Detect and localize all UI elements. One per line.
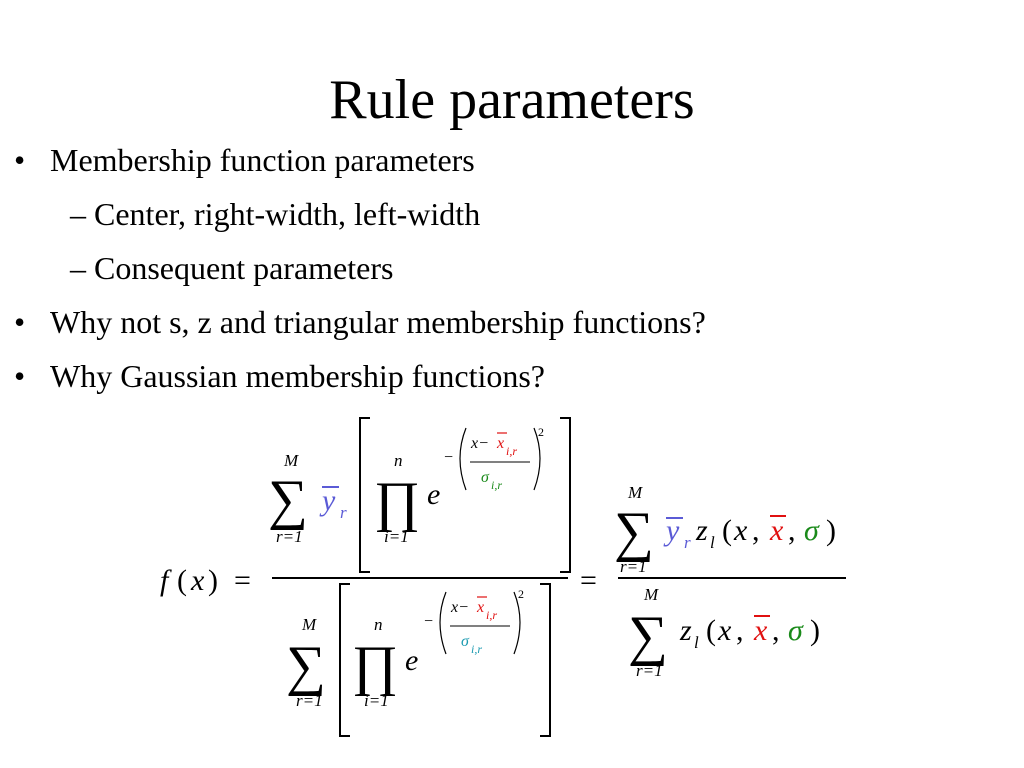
sub-bullet-text: Consequent parameters bbox=[94, 250, 394, 286]
sum-symbol: ∑ bbox=[628, 605, 668, 667]
z: z bbox=[695, 514, 708, 547]
ybar: y bbox=[319, 484, 336, 517]
ybar-subscript: r bbox=[684, 533, 691, 552]
sum-upper-limit: M bbox=[627, 483, 643, 502]
lparen: ( bbox=[706, 614, 716, 647]
formula-rparen: ) bbox=[208, 564, 218, 597]
bullet-marker: • bbox=[14, 142, 26, 178]
sub-bullet-marker: – bbox=[70, 250, 86, 286]
sub-bullet-marker: – bbox=[70, 196, 86, 232]
ybar-subscript: r bbox=[340, 503, 347, 522]
comma: , bbox=[788, 514, 796, 547]
formula-equals-2: = bbox=[580, 564, 597, 597]
z-subscript: l bbox=[694, 633, 699, 652]
left-bracket bbox=[359, 417, 370, 573]
sigma: σ bbox=[788, 614, 804, 647]
prod-lower-limit: i=1 bbox=[384, 527, 409, 546]
exp-square: 2 bbox=[518, 587, 524, 601]
formula-equals-1: = bbox=[234, 564, 251, 597]
left-bracket bbox=[339, 583, 350, 737]
sigma: σ bbox=[461, 633, 470, 650]
formula-lparen: ( bbox=[177, 564, 187, 597]
bullet-text: Membership function parameters bbox=[50, 142, 475, 178]
sum-lower-limit: r=1 bbox=[620, 557, 647, 576]
sum-lower-limit: r=1 bbox=[296, 691, 323, 710]
sigma: σ bbox=[481, 469, 490, 486]
exp-base: e bbox=[427, 478, 440, 511]
sum-symbol: ∑ bbox=[286, 635, 326, 697]
sum-symbol: ∑ bbox=[614, 501, 654, 563]
sum-upper-limit: M bbox=[301, 615, 317, 634]
sum-lower-limit: r=1 bbox=[636, 661, 663, 680]
exp-right-paren bbox=[533, 427, 541, 491]
prod-upper-limit: n bbox=[374, 615, 383, 634]
xbar-subscript: i,r bbox=[486, 608, 497, 622]
exp-left-paren bbox=[439, 591, 447, 655]
x: x bbox=[733, 514, 748, 547]
exp-minus: − bbox=[444, 449, 453, 466]
lparen: ( bbox=[722, 514, 732, 547]
slide-title: Rule parameters bbox=[329, 69, 695, 131]
prod-upper-limit: n bbox=[394, 451, 403, 470]
sub-bullet-text: Center, right-width, left-width bbox=[94, 196, 481, 232]
bullet-marker: • bbox=[14, 358, 26, 394]
ybar: y bbox=[663, 514, 680, 547]
sum-lower-limit: r=1 bbox=[276, 527, 303, 546]
xbar: x bbox=[769, 514, 784, 547]
exp-right-paren bbox=[513, 591, 521, 655]
bullet-text: Why Gaussian membership functions? bbox=[50, 358, 545, 394]
sigma-subscript: i,r bbox=[491, 478, 502, 492]
bullet-marker: • bbox=[14, 304, 26, 340]
sum-upper-limit: M bbox=[643, 585, 659, 604]
xbar: x bbox=[476, 599, 484, 616]
x: x bbox=[717, 614, 732, 647]
formula-x: x bbox=[190, 564, 205, 597]
comma: , bbox=[752, 514, 760, 547]
exp-square: 2 bbox=[538, 425, 544, 439]
sum-symbol: ∑ bbox=[268, 469, 308, 531]
exp-minus: − bbox=[424, 613, 433, 630]
right-bracket bbox=[540, 583, 551, 737]
sum-upper-limit: M bbox=[283, 451, 299, 470]
exp-num-x: x− bbox=[450, 599, 469, 616]
comma: , bbox=[736, 614, 744, 647]
exp-base: e bbox=[405, 644, 418, 677]
bullet-text: Why not s, z and triangular membership f… bbox=[50, 304, 706, 340]
xbar-subscript: i,r bbox=[506, 444, 517, 458]
formula-f: f bbox=[160, 564, 172, 597]
prod-lower-limit: i=1 bbox=[364, 691, 389, 710]
z-subscript: l bbox=[710, 533, 715, 552]
xbar: x bbox=[753, 614, 768, 647]
prod-symbol: ∏ bbox=[352, 635, 398, 697]
rparen: ) bbox=[826, 514, 836, 547]
rparen: ) bbox=[810, 614, 820, 647]
z: z bbox=[679, 614, 692, 647]
exp-left-paren bbox=[459, 427, 467, 491]
comma: , bbox=[772, 614, 780, 647]
right-bracket bbox=[560, 417, 571, 573]
sigma-subscript: i,r bbox=[471, 642, 482, 656]
xbar: x bbox=[496, 435, 504, 452]
exp-num-x: x− bbox=[470, 435, 489, 452]
prod-symbol: ∏ bbox=[374, 471, 420, 533]
sigma: σ bbox=[804, 514, 820, 547]
